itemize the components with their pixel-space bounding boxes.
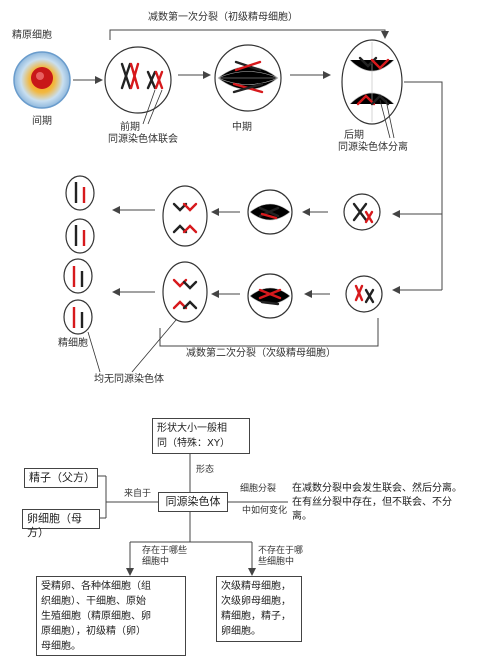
meiosis2-anaphase-cell-b <box>162 261 208 323</box>
not-exist-cells-box: 次级精母细胞， 次级卵母细胞， 精细胞，精子， 卵细胞。 <box>216 576 302 642</box>
not-exist-box-line-2: 次级卵母细胞， <box>221 596 291 607</box>
spermatid-2 <box>65 218 95 254</box>
meiosis2-prophase-cell-a <box>343 193 381 231</box>
meiosis2-metaphase-cell-b <box>247 273 293 319</box>
prophase-cell <box>104 46 172 114</box>
interphase-label: 间期 <box>32 116 52 127</box>
change-label: 中如何变化 <box>242 506 288 516</box>
anaphase1-cell <box>341 39 403 125</box>
division-box: 在减数分裂中会发生联会、然后分离。 在有丝分裂中存在，但不联会、不分 离。 <box>288 480 486 530</box>
sperm-father-box: 精子（父方） <box>24 468 98 488</box>
not-exist-box-line-1: 次级精母细胞， <box>221 581 291 592</box>
exist-label-line-1: 存在于哪些 <box>142 546 188 556</box>
spermatogonium-cell <box>13 51 71 109</box>
metaphase-label: 中期 <box>232 122 252 133</box>
no-homologous-label: 均无同源染色体 <box>94 374 164 385</box>
exist-box-line-3: 生殖细胞（精原细胞、卵 <box>41 611 151 622</box>
not-exist-box-line-3: 精细胞，精子， <box>221 611 291 622</box>
meiosis2-prophase-cell-b <box>345 275 383 313</box>
spermatogonium-label: 精原细胞 <box>12 30 52 41</box>
meiosis1-bracket <box>109 29 389 40</box>
not-exist-label-line-1: 不存在于哪 <box>258 546 304 556</box>
not-exist-box-line-4: 卵细胞。 <box>221 626 261 637</box>
shape-label: 形态 <box>196 465 215 475</box>
meiosis2-anaphase-cell-a <box>162 185 208 247</box>
shape-box: 形状大小一般相 同（特殊：XY） <box>152 418 250 454</box>
division-box-line-2: 在有丝分裂中存在，但不联会、不分 <box>292 497 452 508</box>
meiosis2-metaphase-cell-a <box>247 189 293 235</box>
division-box-line-1: 在减数分裂中会发生联会、然后分离。 <box>292 483 462 494</box>
exist-cells-box: 受精卵、各种体细胞（组 织细胞）、干细胞、原始 生殖细胞（精原细胞、卵 原细胞）… <box>36 576 186 656</box>
homologous-center-box: 同源染色体 <box>158 492 228 512</box>
shape-box-line-1: 形状大小一般相 <box>157 423 227 434</box>
division-label: 细胞分裂 <box>240 484 277 494</box>
exist-box-line-4: 原细胞），初级精（卵） <box>41 626 146 637</box>
spermatid-3 <box>63 258 93 294</box>
prophase-note: 同源染色体联会 <box>108 134 178 145</box>
exist-label: 存在于哪些 细胞中 <box>142 546 187 568</box>
meiosis2-title: 减数第二次分裂（次级精母细胞） <box>186 348 336 359</box>
meiosis2-bracket <box>159 318 379 347</box>
spermatid-4 <box>63 299 93 335</box>
exist-box-line-5: 母细胞。 <box>41 641 81 652</box>
division-box-line-3: 离。 <box>292 511 312 522</box>
sperm-cells-label: 精细胞 <box>58 338 88 349</box>
exist-label-line-2: 细胞中 <box>142 557 170 567</box>
anaphase-label: 后期 <box>344 130 364 141</box>
not-exist-label-line-2: 些细胞中 <box>258 557 295 567</box>
source-label: 来自于 <box>124 489 152 499</box>
prophase-label: 前期 <box>120 122 140 133</box>
meiosis1-title: 减数第一次分裂（初级精母细胞） <box>148 12 298 23</box>
connector-to-meiosis2 <box>392 81 443 218</box>
egg-mother-box: 卵细胞（母方） <box>22 509 100 539</box>
shape-box-line-2: 同（特殊：XY） <box>157 438 230 449</box>
metaphase1-cell <box>214 44 282 112</box>
exist-box-line-1: 受精卵、各种体细胞（组 <box>41 581 151 592</box>
anaphase-note: 同源染色体分离 <box>338 142 408 153</box>
not-exist-label: 不存在于哪 些细胞中 <box>258 546 303 568</box>
spermatid-1 <box>65 175 95 211</box>
exist-box-line-2: 织细胞）、干细胞、原始 <box>41 596 146 607</box>
